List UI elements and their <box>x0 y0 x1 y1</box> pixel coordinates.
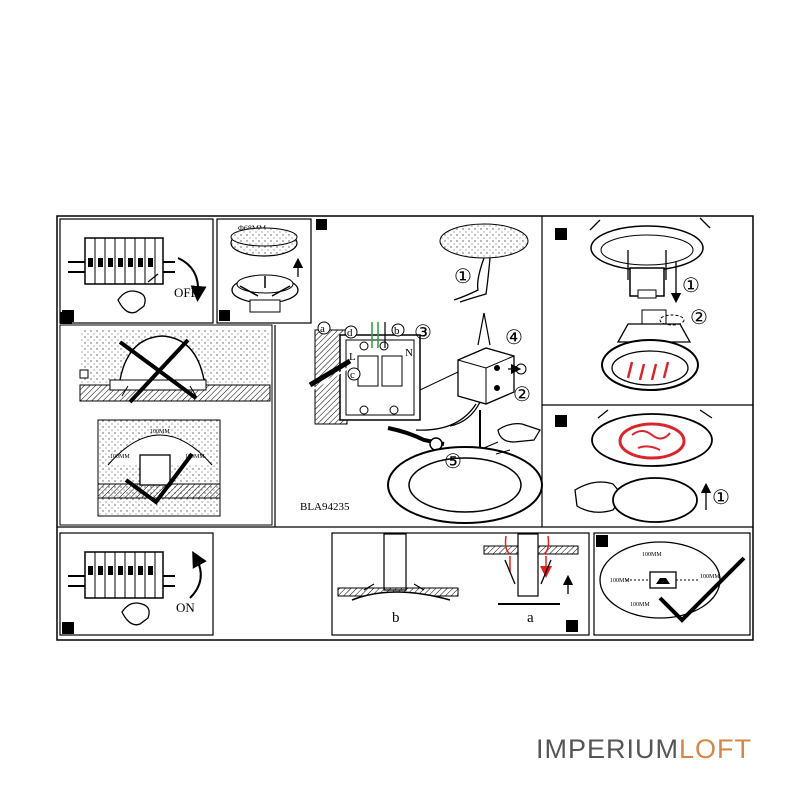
dim-label: 100MM <box>610 578 630 584</box>
terminal-l: L <box>349 351 356 363</box>
step-4: ④ <box>505 327 523 349</box>
dim-label: 100MM <box>110 454 130 460</box>
hand-icon <box>497 423 541 443</box>
panel-clearance-check: 100MM 100MM 100MM 100MM <box>593 532 751 636</box>
dim-label: 100MM <box>630 602 650 608</box>
panel-clearance: 100MM 100MM 100MM <box>59 312 273 526</box>
dim-label: 100MM <box>700 574 720 580</box>
terminal-n: N <box>405 347 413 359</box>
dim-label: 100MM <box>185 454 205 460</box>
panel-breaker-off: OFF <box>59 218 214 324</box>
brand-part1: IMPERIUM <box>536 734 679 764</box>
lamp-fitting: ⑤ <box>387 410 543 524</box>
arrow-up-icon <box>189 550 207 599</box>
outer-frame <box>56 215 754 641</box>
step-1: ① <box>682 275 700 297</box>
step-2: ② <box>690 307 708 329</box>
letter-c: c <box>350 369 355 381</box>
step-1: ① <box>712 487 730 509</box>
hand-icon <box>121 602 150 626</box>
step-1: ① <box>454 266 472 288</box>
dim-label: 100MM <box>150 429 170 435</box>
letter-b: b <box>392 610 400 626</box>
panel-breaker-on: ON <box>59 532 214 636</box>
letter-a: a <box>320 323 325 335</box>
step-5: ⑤ <box>444 451 462 473</box>
panel-insert-lamp: ① ② <box>555 217 711 391</box>
terminal-block: N L a d b c ③ <box>308 321 459 425</box>
step-2: ② <box>513 384 531 406</box>
step-3: ③ <box>414 322 432 344</box>
lamp-glow <box>626 361 670 381</box>
brand-watermark: IMPERIUMLOFT <box>536 734 752 765</box>
letter-a: a <box>527 610 534 626</box>
checkmark-icon <box>124 452 194 505</box>
model-code: BLA94235 <box>300 501 350 513</box>
letter-d: d <box>347 327 353 339</box>
arrow-down-icon <box>509 556 546 572</box>
panel-removal: b a <box>331 532 590 636</box>
driver-box: ④ ② <box>415 312 531 431</box>
letter-b: b <box>394 325 400 337</box>
panel-lamp-ring: ① <box>555 409 730 523</box>
label-off: OFF <box>174 285 198 300</box>
brand-part2: LOFT <box>679 734 753 764</box>
dim-label: 100MM <box>642 552 662 558</box>
panel-wiring: ① N L a d b c ③ <box>300 219 543 524</box>
label-on: ON <box>176 600 195 615</box>
checkmark-icon <box>658 556 746 623</box>
hand-icon <box>117 290 146 314</box>
panel-cutout: Φ68MM <box>216 218 312 324</box>
arrow-down-icon <box>177 257 207 302</box>
